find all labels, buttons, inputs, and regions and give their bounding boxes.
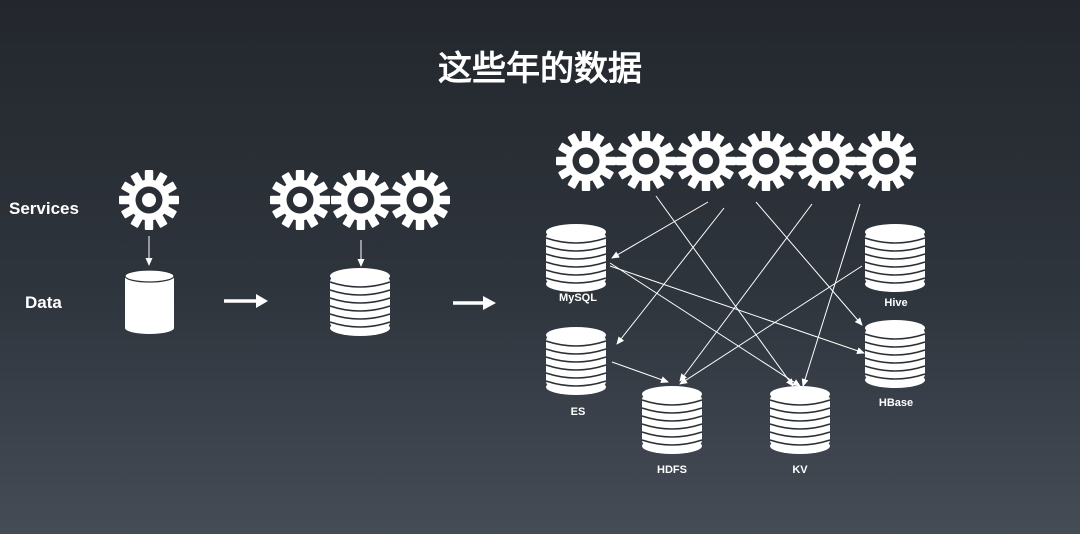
shared-database-icon — [329, 267, 391, 337]
service-gear-icon — [616, 131, 676, 191]
single-database-icon — [124, 269, 175, 334]
hbase-label: HBase — [879, 397, 913, 409]
es-label: ES — [571, 406, 586, 418]
hdfs-database-icon — [641, 385, 703, 455]
data-label: Data — [25, 293, 62, 312]
service-gear-icon — [390, 170, 450, 230]
hdfs-label: HDFS — [657, 464, 687, 476]
service-to-storage-arrows — [609, 195, 865, 387]
service-gear-icon — [676, 131, 736, 191]
service-gear-icon — [736, 131, 796, 191]
service-gear-icon — [331, 170, 391, 230]
hive-database-icon — [864, 223, 926, 293]
service-gear-icon — [119, 170, 179, 230]
kv-database-icon — [769, 385, 831, 455]
service-gear-icon — [270, 170, 330, 230]
service-gear-icon — [856, 131, 916, 191]
page-title: 这些年的数据 — [438, 49, 642, 89]
kv-label: KV — [792, 464, 808, 476]
services-label: Services — [9, 199, 79, 218]
mysql-label: MySQL — [559, 292, 597, 304]
mysql-database-icon — [545, 223, 607, 293]
hive-label: Hive — [884, 297, 907, 309]
hbase-database-icon — [864, 319, 926, 389]
es-database-icon — [545, 326, 607, 396]
service-gear-icon — [796, 131, 856, 191]
service-gear-icon — [556, 131, 616, 191]
transition-arrow-2 — [453, 296, 496, 310]
transition-arrow-1 — [224, 294, 268, 308]
